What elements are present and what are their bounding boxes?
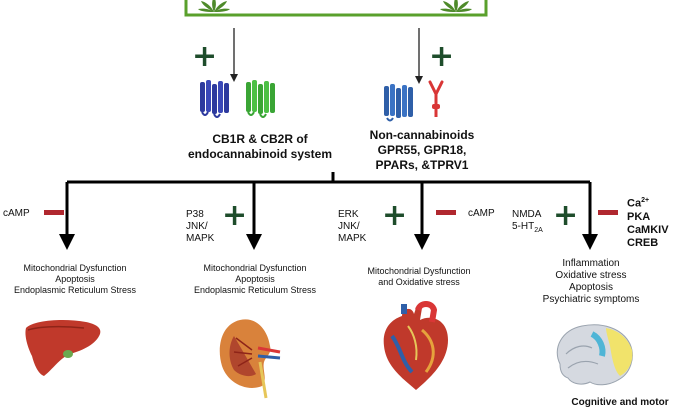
noncanna-line1: Non-cannabinoids <box>369 128 475 142</box>
branch2-signal-3: MAPK <box>186 233 215 244</box>
plus-sign-branch4: + <box>553 198 579 233</box>
heart-icon <box>383 301 448 390</box>
branch2-signal-2: JNK/ <box>186 221 208 232</box>
branch3-effect-1: Mitochondrial Dysfunction <box>367 266 471 276</box>
branch-arrow-3 <box>414 182 430 250</box>
branch4-ca-text: Ca <box>627 197 642 210</box>
branch4-effect-1: Inflammation <box>562 258 620 269</box>
branch2-signal-1: P38 <box>186 209 204 220</box>
branch4-pka: PKA <box>627 210 651 223</box>
arrow-to-cb-receptors <box>230 28 238 82</box>
brain-icon <box>556 324 633 386</box>
branch1-effect-2: Apoptosis <box>55 274 95 284</box>
minus-sign-branch1 <box>44 210 64 215</box>
branch3-effects: Mitochondrial Dysfunction and Oxidative … <box>344 266 494 288</box>
noncanna-line3: PPARs, &TPRV1 <box>375 158 469 172</box>
branch4-ca: Ca2+ <box>627 194 669 211</box>
branch4-effects: Inflammation Oxidative stress Apoptosis … <box>526 258 656 306</box>
branch4-creb: CREB <box>627 236 659 249</box>
branch1-signal: cAMP <box>3 208 30 219</box>
branch4-ca-sup: 2+ <box>641 197 650 204</box>
minus-sign-branch4 <box>598 210 618 215</box>
branch3-effect-2: and Oxidative stress <box>378 277 460 287</box>
arrow-to-noncanna-receptors <box>415 28 423 84</box>
branch4-5ht-sub: 2A <box>534 227 543 234</box>
plus-sign-branch3: + <box>382 198 408 233</box>
cannabis-leaf-icon-left <box>198 0 230 12</box>
branch4-5ht-text: 5-HT <box>512 221 535 232</box>
branch4-camkiv: CaMKIV <box>627 223 669 236</box>
noncanna-receptor-icon <box>384 84 413 122</box>
branch3-signal-2: JNK/ <box>338 221 360 232</box>
branch4-signals-left: NMDA 5-HT2A <box>512 209 543 237</box>
red-receptor-icon <box>428 80 444 117</box>
cb-label-line2: endocannabinoid system <box>187 147 333 161</box>
branch-arrow-2 <box>246 182 262 250</box>
kidney-icon <box>219 319 281 399</box>
branch1-effect-1: Mitochondrial Dysfunction <box>23 263 127 273</box>
liver-icon <box>25 320 101 376</box>
cannabis-leaf-icon-right <box>440 0 472 12</box>
noncanna-receptor-label: Non-cannabinoids GPR55, GPR18, PPARs, &T… <box>352 128 492 173</box>
minus-sign-branch3 <box>436 210 456 215</box>
branch2-signals: P38 JNK/ MAPK <box>186 209 214 245</box>
plus-sign-cb: + <box>192 39 218 74</box>
branch4-effect-2: Oxidative stress <box>555 270 627 281</box>
branch-arrow-1 <box>59 182 75 250</box>
branch3-signal-3: MAPK <box>338 233 367 244</box>
noncanna-line2: GPR55, GPR18, <box>377 143 467 157</box>
plus-sign-noncanna: + <box>429 39 455 74</box>
branch4-effect-3: Apoptosis <box>569 282 613 293</box>
cb-receptor-label: CB1R & CB2R of endocannabinoid system <box>170 132 350 162</box>
branch3-signals: ERK JNK/ MAPK <box>338 209 366 245</box>
branch2-effects: Mitochondrial Dysfunction Apoptosis Endo… <box>178 263 332 296</box>
cb-label-line1: CB1R & CB2R of <box>212 132 308 146</box>
branch4-5ht: 5-HT2A <box>512 221 543 237</box>
branch1-effects: Mitochondrial Dysfunction Apoptosis Endo… <box>0 263 150 296</box>
branch4-effect-4: Psychiatric symptoms <box>542 294 640 305</box>
cb1-receptor-icon <box>200 80 229 118</box>
top-box <box>184 0 488 17</box>
branch3-signal-right: cAMP <box>468 208 495 219</box>
branch-arrow-4 <box>582 182 598 250</box>
branch4-signals-right: Ca2+ PKA CaMKIV CREB <box>627 194 669 250</box>
plus-sign-branch2: + <box>222 198 248 233</box>
branch4-nmda: NMDA <box>512 209 542 220</box>
branch2-effect-2: Apoptosis <box>235 274 275 284</box>
branch3-signal-1: ERK <box>338 209 359 220</box>
branch2-effect-3: Endoplasmic Reticulum Stress <box>193 285 317 295</box>
branch1-effect-3: Endoplasmic Reticulum Stress <box>13 285 137 295</box>
branch4-caption: Cognitive and motor <box>571 397 669 408</box>
branch2-effect-1: Mitochondrial Dysfunction <box>203 263 307 273</box>
cb2-receptor-icon <box>246 80 275 118</box>
